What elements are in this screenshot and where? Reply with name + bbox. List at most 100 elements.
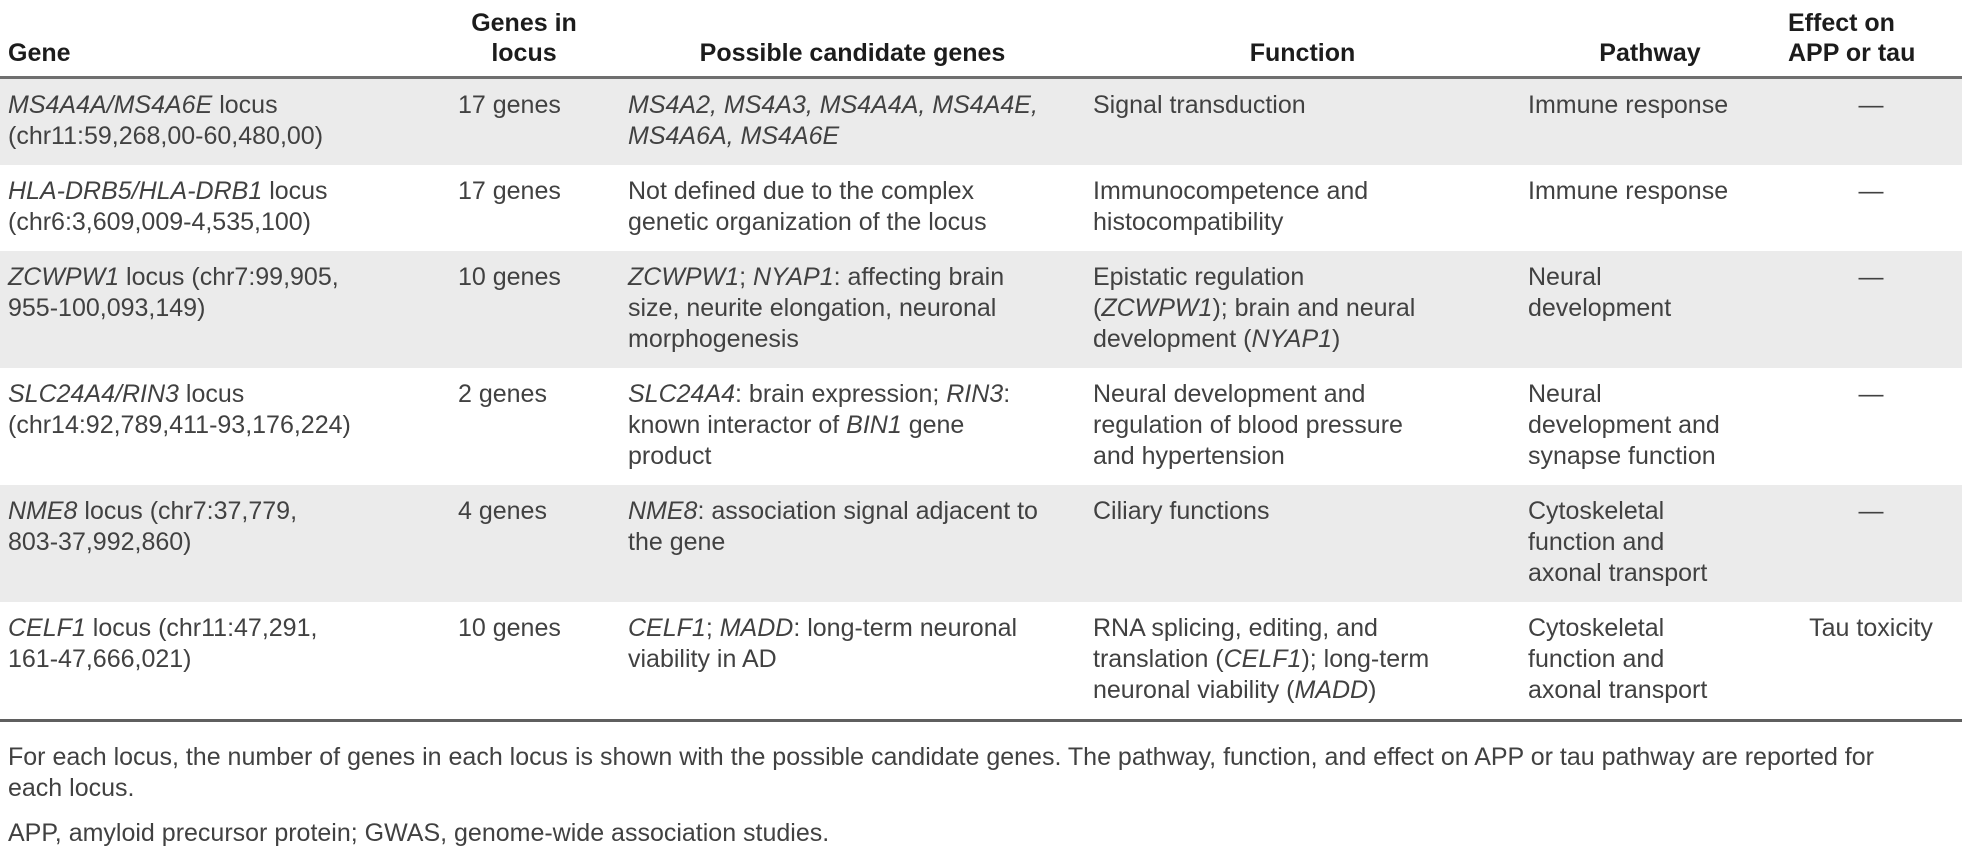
- cell-text: Not defined due to the complex genetic o…: [628, 177, 987, 236]
- cell-effect: Tau toxicity: [1780, 602, 1962, 721]
- gene-name-text: RIN3: [946, 380, 1004, 408]
- gene-name-text: NYAP1: [1251, 325, 1333, 353]
- column-header-gene: Gene: [8, 39, 71, 67]
- cell-text: locus (chr14:92,789,411-93,176,224): [8, 380, 351, 439]
- gene-name-text: MS4A2, MS4A3, MS4A4A, MS4A4E, MS4A6A, MS…: [628, 91, 1038, 150]
- cell-text: : brain expression;: [735, 380, 947, 408]
- cell-gene: CELF1 locus (chr11:47,291, 161-47,666,02…: [0, 602, 450, 721]
- cell-text: 2 genes: [458, 380, 547, 408]
- cell-text: Tau toxicity: [1809, 614, 1933, 642]
- cell-effect: —: [1780, 485, 1962, 602]
- gene-name-text: ZCWPW1: [1101, 294, 1213, 322]
- column-header-candidate-genes: Possible candidate genes: [699, 39, 1006, 67]
- cell-candidates: MS4A2, MS4A3, MS4A4A, MS4A4E, MS4A6A, MS…: [620, 78, 1085, 166]
- cell-text: Immune response: [1528, 91, 1729, 119]
- cell-text: : association signal adjacent to the gen…: [628, 497, 1038, 556]
- cell-pathway: Neural development: [1520, 251, 1780, 368]
- cell-text: locus (chr11:59,268,00-60,480,00): [8, 91, 324, 150]
- cell-pathway: Immune response: [1520, 165, 1780, 251]
- cell-text: : known interactor of: [628, 380, 1011, 439]
- cell-candidates: Not defined due to the complex genetic o…: [620, 165, 1085, 251]
- cell-pathway: Cytoskeletal function and axonal transpo…: [1520, 602, 1780, 721]
- table-row: SLC24A4/RIN3 locus (chr14:92,789,411-93,…: [0, 368, 1962, 485]
- cell-text: Immune response: [1528, 177, 1729, 205]
- cell-text: RNA splicing, editing, and translation (: [1093, 614, 1378, 673]
- table-row: ZCWPW1 locus (chr7:99,905, 955-100,093,1…: [0, 251, 1962, 368]
- cell-text: 10 genes: [458, 614, 561, 642]
- cell-candidates: ZCWPW1; NYAP1: affecting brain size, neu…: [620, 251, 1085, 368]
- footnote-abbreviations: APP, amyloid precursor protein; GWAS, ge…: [8, 819, 830, 847]
- cell-candidates: CELF1; MADD: long-term neuronal viabilit…: [620, 602, 1085, 721]
- gene-name-text: MADD: [719, 614, 794, 642]
- gene-name-text: NYAP1: [753, 263, 834, 291]
- cell-genes_in_locus: 2 genes: [450, 368, 620, 485]
- cell-gene: HLA-DRB5/HLA-DRB1 locus (chr6:3,609,009-…: [0, 165, 450, 251]
- cell-text: —: [1858, 263, 1884, 291]
- cell-text: Epistatic regulation (: [1093, 263, 1305, 322]
- cell-text: locus (chr7:37,779, 803-37,992,860): [8, 497, 298, 556]
- cell-function: RNA splicing, editing, and translation (…: [1085, 602, 1520, 721]
- cell-effect: —: [1780, 368, 1962, 485]
- cell-text: ): [1368, 676, 1377, 704]
- cell-text: gene product: [628, 411, 965, 470]
- cell-text: 17 genes: [458, 91, 561, 119]
- cell-text: : affecting brain size, neurite elongati…: [628, 263, 1005, 353]
- cell-candidates: NME8: association signal adjacent to the…: [620, 485, 1085, 602]
- cell-function: Signal transduction: [1085, 78, 1520, 166]
- cell-text: locus (chr7:99,905, 955-100,093,149): [8, 263, 339, 322]
- gene-name-text: MS4A4A/MS4A6E: [8, 91, 213, 119]
- cell-genes_in_locus: 10 genes: [450, 602, 620, 721]
- cell-function: Immunocompetence and histocompatibility: [1085, 165, 1520, 251]
- gene-name-text: HLA-DRB5/HLA-DRB1: [8, 177, 263, 205]
- cell-gene: ZCWPW1 locus (chr7:99,905, 955-100,093,1…: [0, 251, 450, 368]
- cell-text: —: [1858, 380, 1884, 408]
- gene-name-text: NME8: [8, 497, 78, 525]
- cell-text: ): [1332, 325, 1341, 353]
- cell-text: Cytoskeletal function and axonal transpo…: [1528, 497, 1708, 587]
- gene-name-text: MADD: [1294, 676, 1369, 704]
- cell-candidates: SLC24A4: brain expression; RIN3: known i…: [620, 368, 1085, 485]
- cell-effect: —: [1780, 78, 1962, 166]
- gene-name-text: BIN1: [846, 411, 902, 439]
- table-footnotes: For each locus, the number of genes in e…: [0, 722, 1970, 849]
- cell-text: Neural development and synapse function: [1528, 380, 1720, 470]
- cell-text: Ciliary functions: [1093, 497, 1270, 525]
- cell-text: ); long-term neuronal viability (: [1093, 645, 1430, 704]
- cell-text: 10 genes: [458, 263, 561, 291]
- table-row: HLA-DRB5/HLA-DRB1 locus (chr6:3,609,009-…: [0, 165, 1962, 251]
- header-row: Gene Genes in locus Possible candidate g…: [0, 2, 1962, 78]
- cell-text: —: [1858, 497, 1884, 525]
- cell-genes_in_locus: 4 genes: [450, 485, 620, 602]
- table-header: Gene Genes in locus Possible candidate g…: [0, 2, 1962, 78]
- cell-genes_in_locus: 17 genes: [450, 78, 620, 166]
- cell-text: —: [1858, 177, 1884, 205]
- cell-genes_in_locus: 10 genes: [450, 251, 620, 368]
- cell-gene: SLC24A4/RIN3 locus (chr14:92,789,411-93,…: [0, 368, 450, 485]
- cell-text: ;: [739, 263, 754, 291]
- footnote-description: For each locus, the number of genes in e…: [8, 743, 1874, 802]
- column-header-pathway: Pathway: [1599, 39, 1701, 67]
- column-header-function: Function: [1249, 39, 1356, 67]
- cell-text: 17 genes: [458, 177, 561, 205]
- column-header-effect: Effect on APP or tau: [1788, 9, 1916, 67]
- gene-name-text: CELF1: [1223, 645, 1302, 673]
- gene-name-text: NME8: [628, 497, 698, 525]
- cell-text: Neural development and regulation of blo…: [1093, 380, 1403, 470]
- cell-text: —: [1858, 91, 1884, 119]
- table-body: MS4A4A/MS4A6E locus (chr11:59,268,00-60,…: [0, 77, 1962, 721]
- gene-name-text: SLC24A4/RIN3: [8, 380, 179, 408]
- cell-pathway: Cytoskeletal function and axonal transpo…: [1520, 485, 1780, 602]
- cell-text: Signal transduction: [1093, 91, 1306, 119]
- cell-text: locus (chr11:47,291, 161-47,666,021): [8, 614, 318, 673]
- gene-name-text: CELF1: [628, 614, 706, 642]
- cell-function: Epistatic regulation (ZCWPW1); brain and…: [1085, 251, 1520, 368]
- cell-text: locus (chr6:3,609,009-4,535,100): [8, 177, 328, 236]
- column-header-genes-in-locus: Genes in locus: [471, 9, 577, 67]
- cell-function: Neural development and regulation of blo…: [1085, 368, 1520, 485]
- cell-effect: —: [1780, 251, 1962, 368]
- gene-name-text: ZCWPW1: [8, 263, 120, 291]
- cell-genes_in_locus: 17 genes: [450, 165, 620, 251]
- table-row: MS4A4A/MS4A6E locus (chr11:59,268,00-60,…: [0, 77, 1962, 166]
- cell-text: ); brain and neural development (: [1093, 294, 1416, 353]
